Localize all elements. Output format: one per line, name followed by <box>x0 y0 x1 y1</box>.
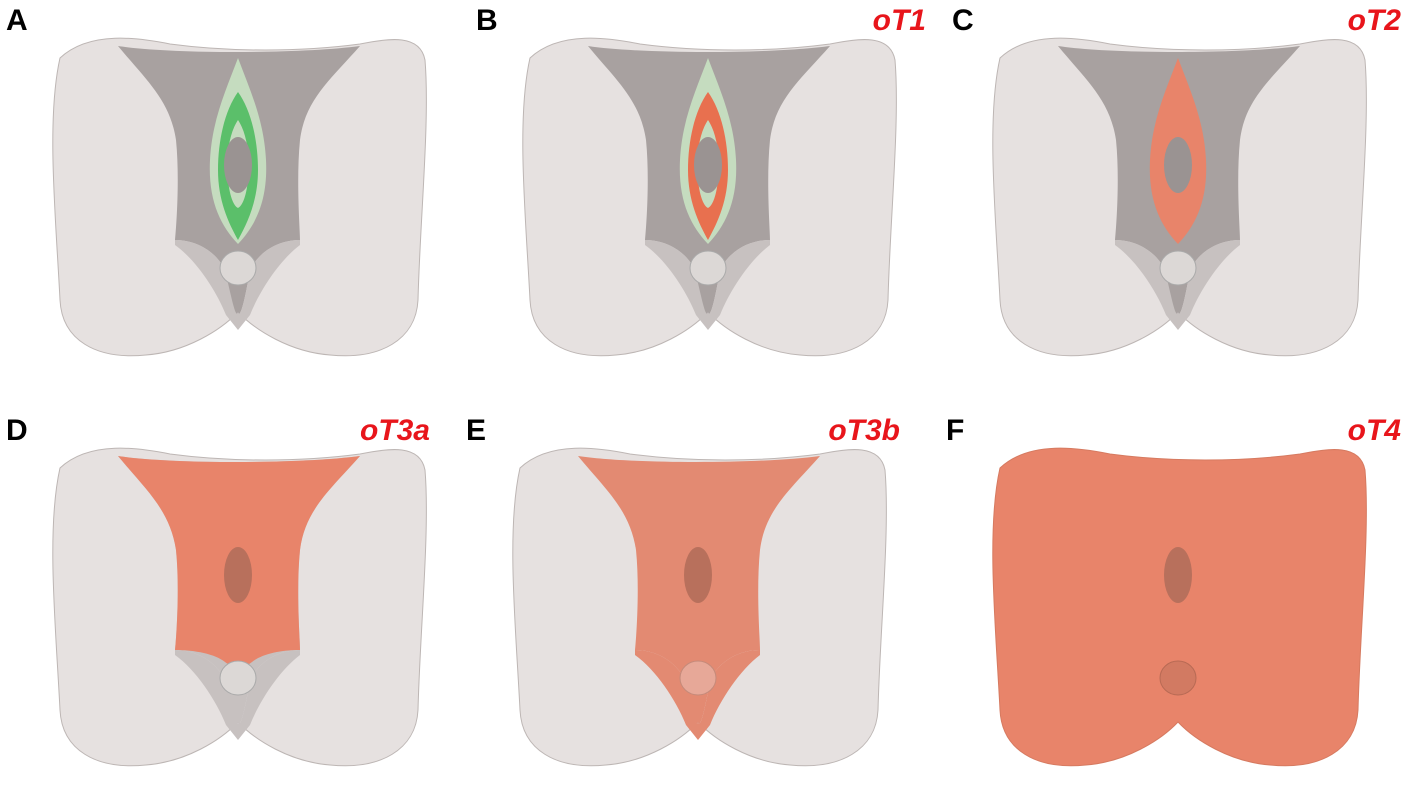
panel-f: F oT4 <box>940 410 1415 805</box>
panel-letter: C <box>952 4 974 37</box>
stage-label: oT2 <box>1347 4 1401 37</box>
panel-c: C oT2 <box>940 0 1415 395</box>
panel-e: E oT3b <box>460 410 930 805</box>
panel-b: B oT1 <box>470 0 940 395</box>
panel-letter: A <box>6 4 28 37</box>
panel-a: A <box>0 0 470 395</box>
panel-letter: B <box>476 4 498 37</box>
panel-letter: F <box>946 414 965 447</box>
anatomy-illustration <box>52 447 427 767</box>
panel-d: D oT3a <box>0 410 470 805</box>
panel-letter: D <box>6 414 28 447</box>
stage-label: oT3a <box>359 414 430 447</box>
stage-label: oT3b <box>828 414 900 447</box>
anatomy-illustration <box>992 37 1367 357</box>
anatomy-illustration <box>52 37 427 357</box>
stage-label: oT1 <box>872 4 926 37</box>
anatomy-illustration <box>522 37 897 357</box>
anatomy-illustration <box>512 447 887 767</box>
panel-letter: E <box>466 414 487 447</box>
stage-label: oT4 <box>1347 414 1401 447</box>
anatomy-illustration <box>992 447 1367 767</box>
